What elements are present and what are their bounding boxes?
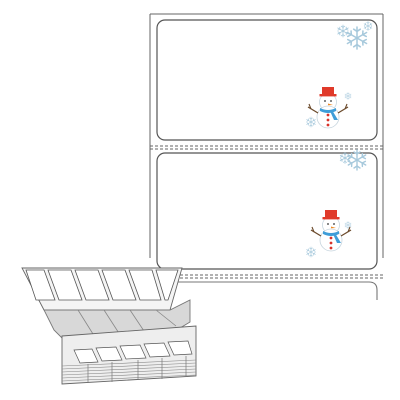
label-1 (156, 19, 378, 141)
perforation-lines (150, 145, 383, 279)
stack-top-sheet (21, 267, 183, 311)
label-2 (156, 149, 378, 270)
stack-block (61, 325, 197, 385)
fanfold-stack (21, 267, 197, 385)
